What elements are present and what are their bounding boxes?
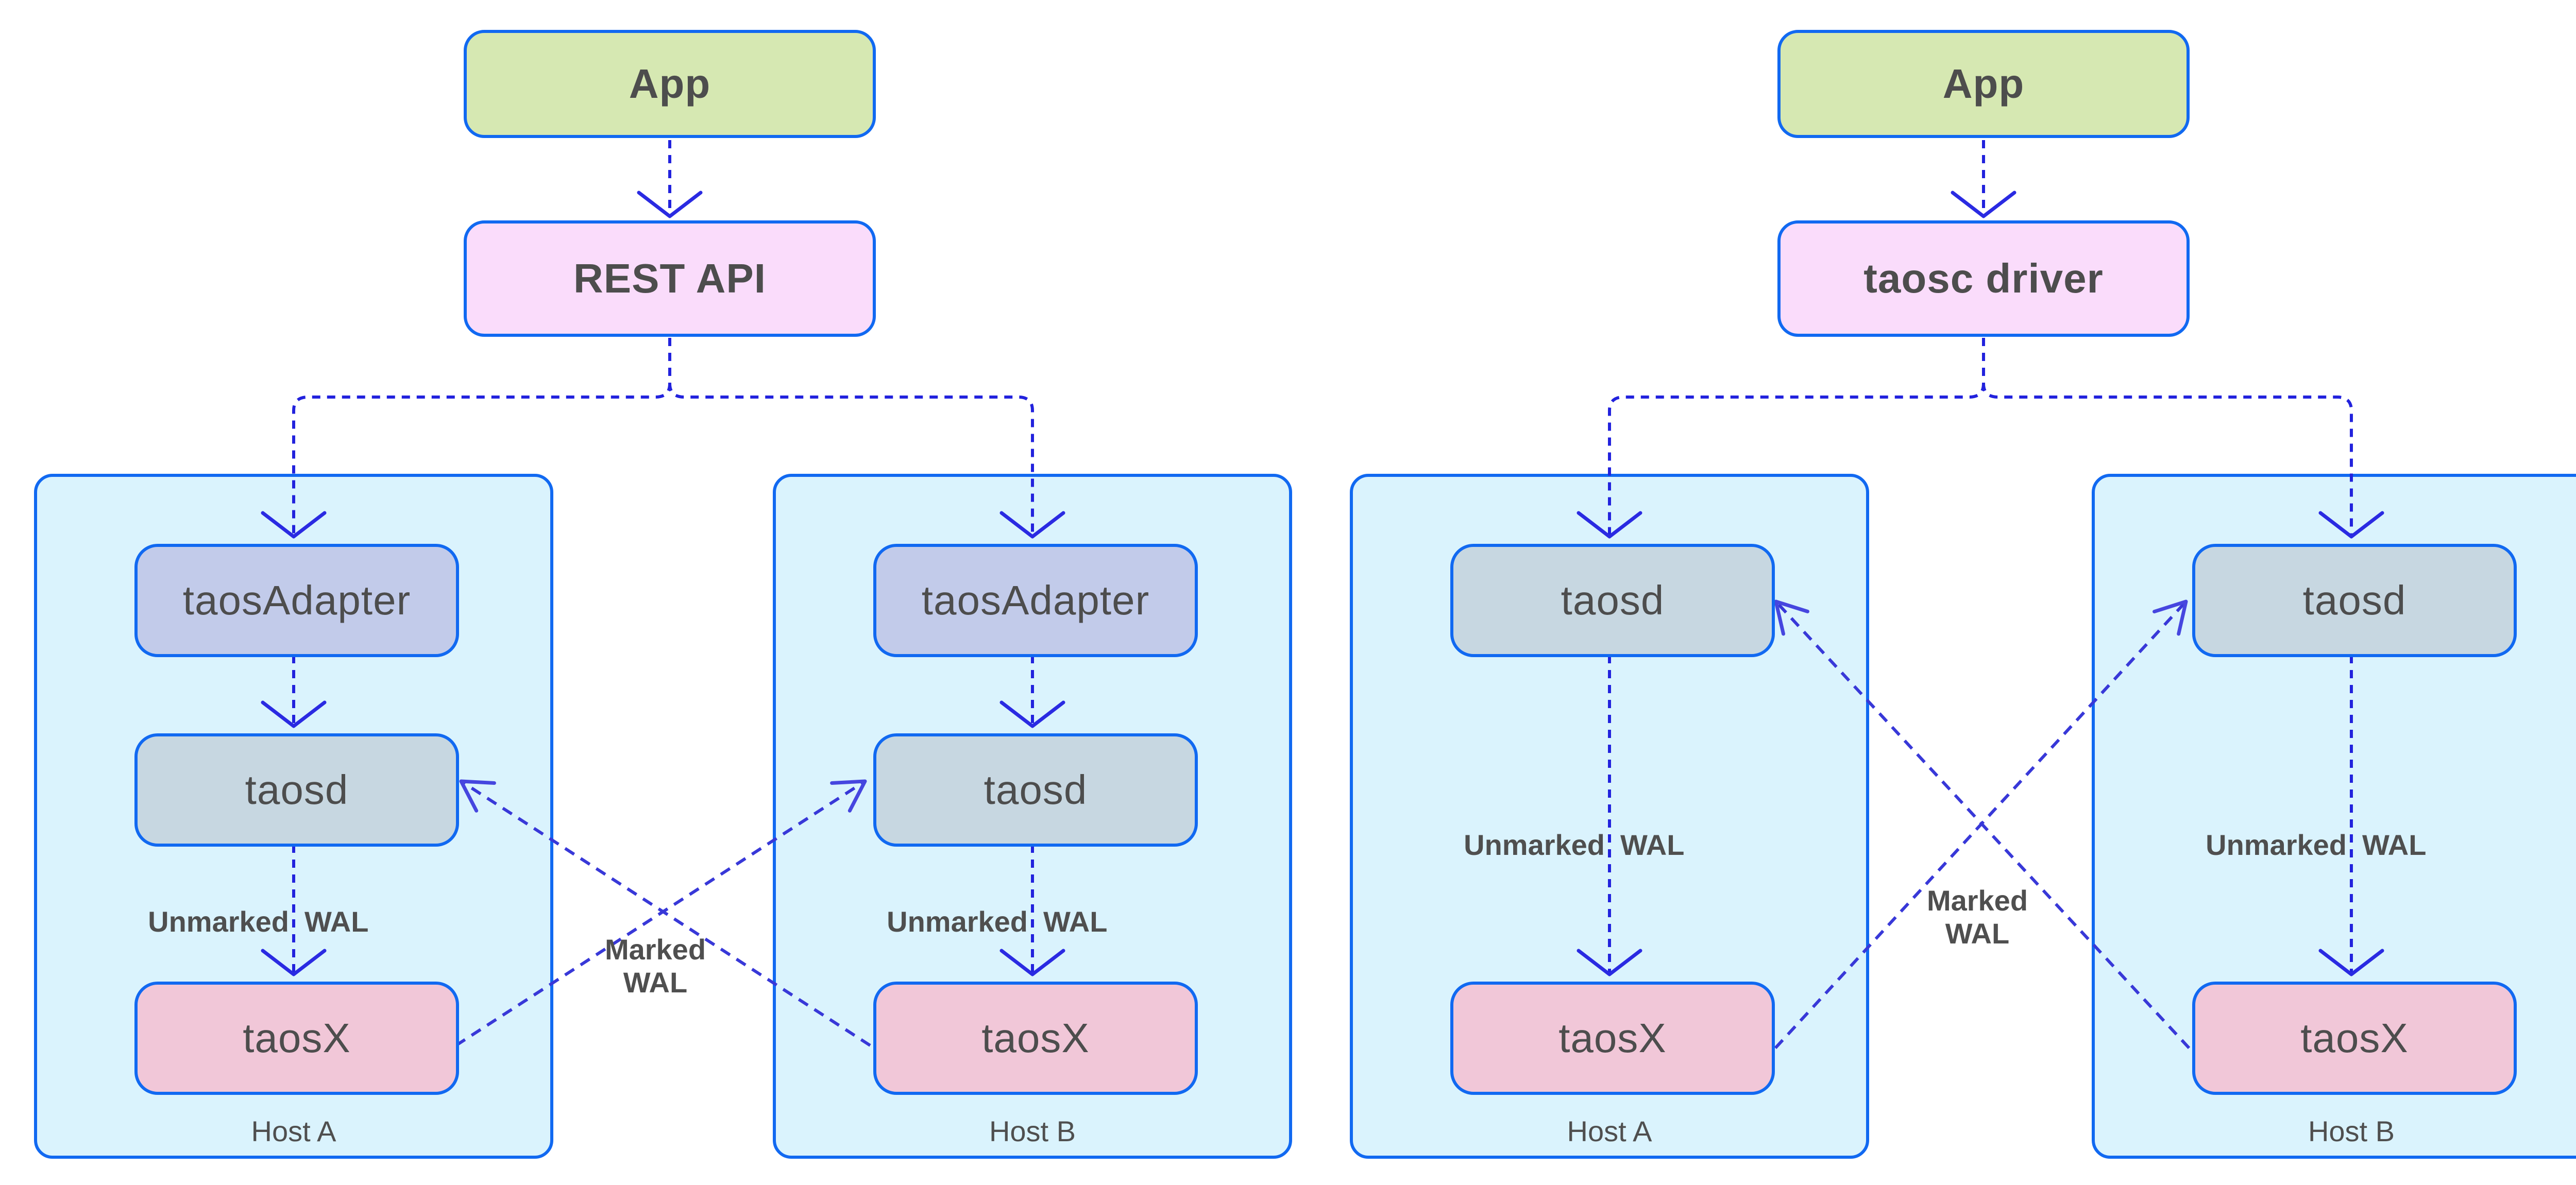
left-host-b: taosAdapter taosd taosX Unmarked WAL Hos… <box>773 474 1292 1159</box>
left-host-a-label: Host A <box>251 1115 336 1147</box>
left-host-a-unmarked-wal-label: Unmarked WAL <box>148 905 369 938</box>
right-taosc-driver-node: taosc driver <box>1777 220 2190 337</box>
right-host-a-label: Host A <box>1567 1115 1652 1147</box>
right-host-a-taosd-node: taosd <box>1450 544 1775 657</box>
right-host-a-taosd-label: taosd <box>1561 577 1665 623</box>
left-host-a-taosd-label: taosd <box>245 767 349 813</box>
left-marked-wal-label: Marked WAL <box>604 933 706 999</box>
left-host-b-taosd-node: taosd <box>873 733 1198 847</box>
left-host-b-taosadapter-node: taosAdapter <box>873 544 1198 657</box>
left-restapi-label: REST API <box>573 255 766 301</box>
right-host-b: taosd taosX Unmarked WAL Host B <box>2092 474 2576 1159</box>
left-host-a: taosAdapter taosd taosX Unmarked WAL Hos… <box>34 474 553 1159</box>
right-host-a-taosx-label: taosX <box>1558 1015 1667 1061</box>
right-host-b-unmarked-wal-label: Unmarked WAL <box>2206 828 2427 861</box>
left-host-b-taosx-node: taosX <box>873 982 1198 1095</box>
right-marked-wal-label: Marked WAL <box>1926 884 2028 950</box>
left-host-a-taosd-node: taosd <box>134 733 459 847</box>
right-app-label: App <box>1942 61 2025 107</box>
right-host-b-taosx-node: taosX <box>2192 982 2517 1095</box>
right-host-b-taosd-label: taosd <box>2302 577 2406 623</box>
right-host-a-taosx-node: taosX <box>1450 982 1775 1095</box>
right-host-b-taosd-node: taosd <box>2192 544 2517 657</box>
left-host-a-taosx-label: taosX <box>243 1015 351 1061</box>
left-host-b-taosadapter-label: taosAdapter <box>921 577 1150 623</box>
left-host-a-taosx-node: taosX <box>134 982 459 1095</box>
right-host-b-taosx-label: taosX <box>2300 1015 2409 1061</box>
left-restapi-node: REST API <box>464 220 876 337</box>
left-host-a-taosadapter-label: taosAdapter <box>182 577 411 623</box>
right-host-a-unmarked-wal-label: Unmarked WAL <box>1464 828 1685 861</box>
right-host-a: taosd taosX Unmarked WAL Host A <box>1350 474 1869 1159</box>
left-host-b-taosd-label: taosd <box>984 767 1088 813</box>
left-host-b-taosx-label: taosX <box>981 1015 1090 1061</box>
right-app-node: App <box>1777 30 2190 138</box>
left-host-a-taosadapter-node: taosAdapter <box>134 544 459 657</box>
left-host-b-unmarked-wal-label: Unmarked WAL <box>887 905 1108 938</box>
left-app-node: App <box>464 30 876 138</box>
right-taosc-driver-label: taosc driver <box>1863 255 2104 301</box>
left-app-label: App <box>629 61 711 107</box>
right-host-b-label: Host B <box>2308 1115 2395 1147</box>
left-host-b-label: Host B <box>989 1115 1076 1147</box>
